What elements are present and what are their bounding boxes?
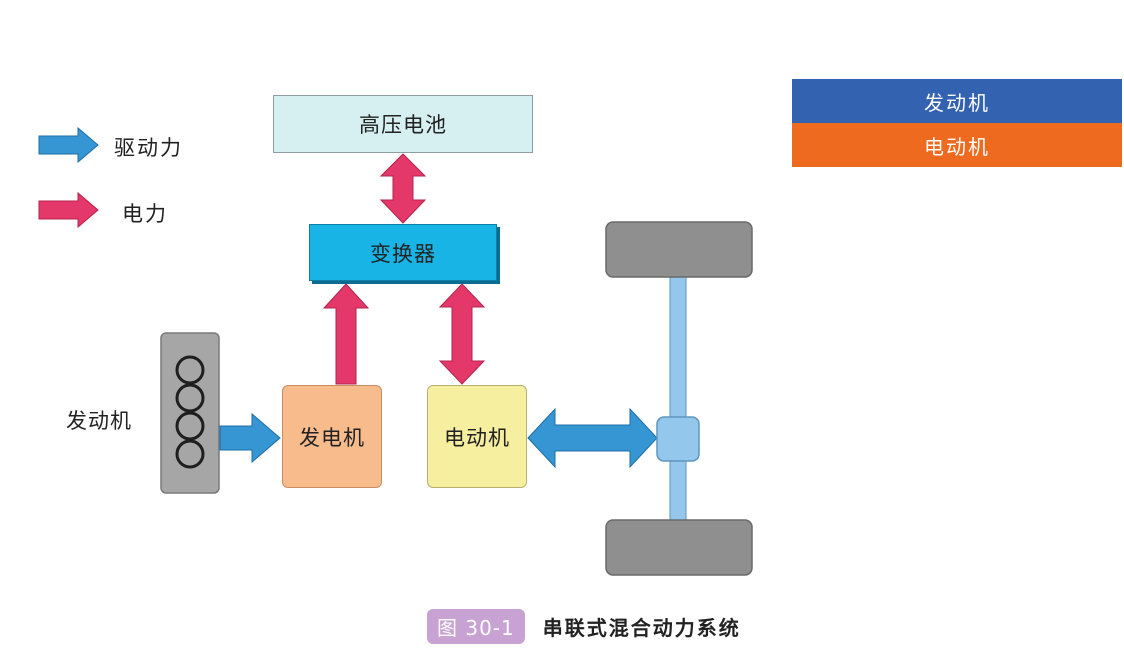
drive-force-legend-arrow <box>38 126 99 164</box>
motor-box: 电动机 <box>427 385 527 488</box>
engine-generator-drive-arrow <box>219 412 281 464</box>
converter-box: 变换器 <box>309 224 497 281</box>
differential <box>656 416 700 462</box>
generator-box: 发电机 <box>282 385 382 488</box>
motor-axle-drive-arrow <box>527 407 658 469</box>
high-voltage-battery-label: 高压电池 <box>359 113 447 137</box>
engine-legend-label: 发动机 <box>924 90 990 115</box>
drive-force-legend-label: 驱动力 <box>114 136 183 160</box>
generator-converter-power-arrow <box>322 283 370 385</box>
converter-motor-power-arrow <box>438 283 486 385</box>
engine-cylinders-icon <box>175 355 205 469</box>
generator-label: 发电机 <box>299 425 365 450</box>
figure-title: 串联式混合动力系统 <box>542 616 741 640</box>
axle-shaft <box>669 275 687 523</box>
engine-label: 发动机 <box>66 409 132 433</box>
figure-number-tag: 图 30-1 <box>427 609 525 644</box>
figure-caption: 图 30-1 串联式混合动力系统 <box>427 609 741 644</box>
color-legend-panel: 发动机 电动机 <box>792 79 1122 167</box>
battery-converter-power-arrow <box>379 153 427 224</box>
front-wheel <box>605 221 753 278</box>
electric-power-legend-label: 电力 <box>122 202 168 226</box>
engine-legend-bar: 发动机 <box>792 79 1122 123</box>
rear-wheel <box>605 519 753 576</box>
converter-label: 变换器 <box>370 241 436 266</box>
motor-legend-label: 电动机 <box>924 134 990 159</box>
electric-power-legend-arrow <box>38 191 99 229</box>
high-voltage-battery-box: 高压电池 <box>273 95 533 153</box>
motor-label: 电动机 <box>444 425 510 450</box>
motor-legend-bar: 电动机 <box>792 123 1122 167</box>
